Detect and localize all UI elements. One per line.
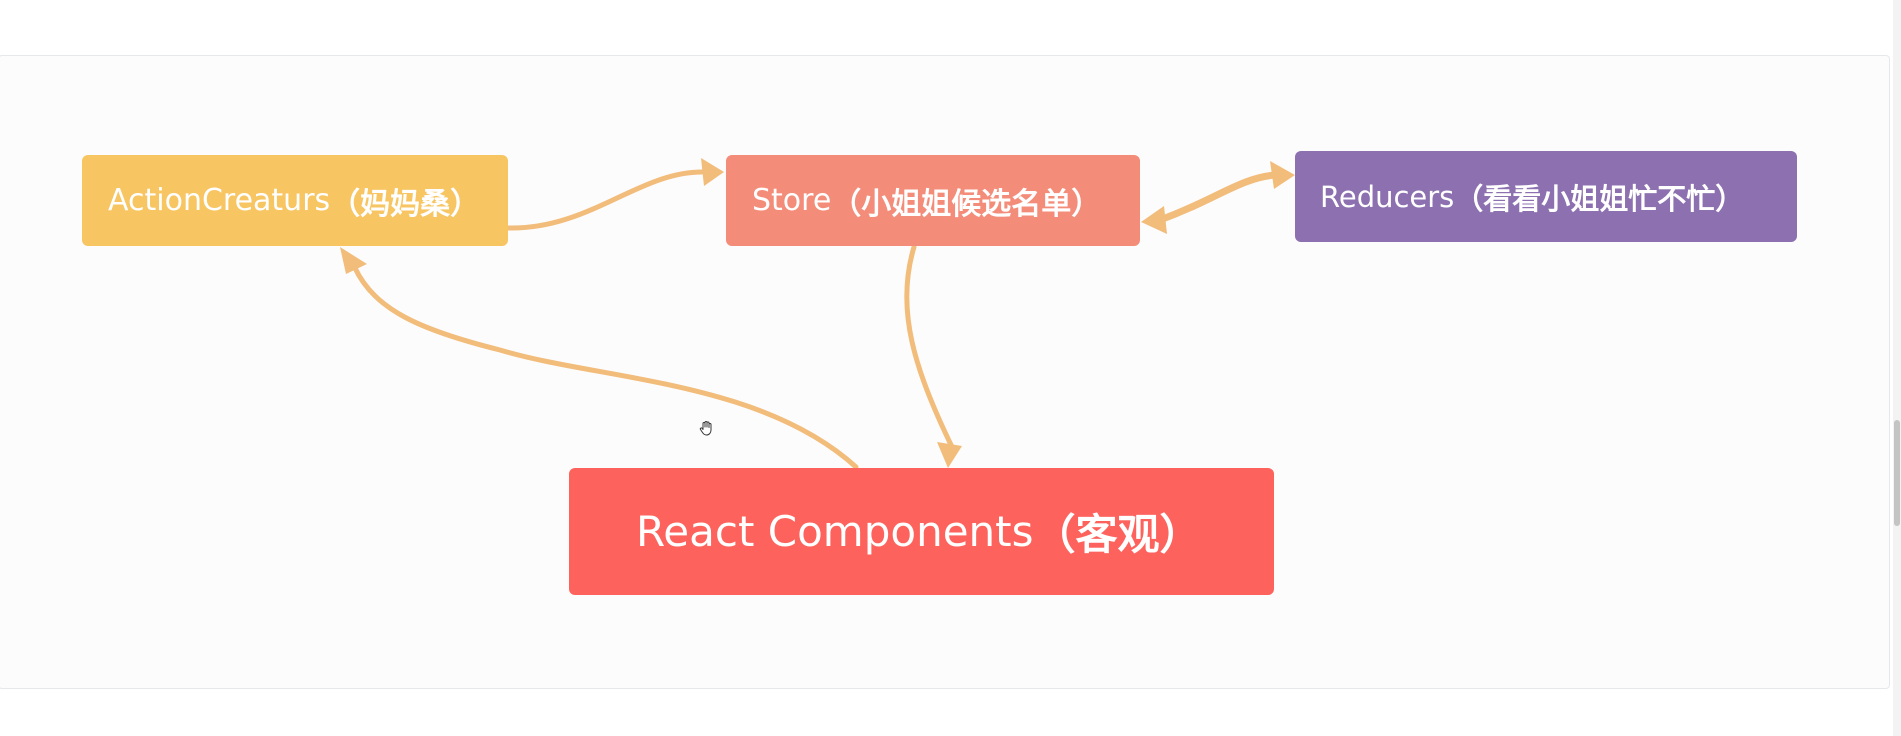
node-reducers-label: Reducers: [1320, 179, 1455, 214]
node-react-components: React Components（客观）: [569, 468, 1274, 595]
node-action-creators: ActionCreaturs（妈妈桑）: [82, 155, 508, 246]
scrollbar-thumb[interactable]: [1894, 420, 1900, 526]
node-store-label: Store: [752, 183, 832, 218]
node-store: Store（小姐姐候选名单）: [726, 155, 1140, 246]
node-react-components-note: （客观）: [1033, 510, 1202, 559]
node-reducers-note: （看看小姐姐忙不忙）: [1454, 181, 1745, 216]
hand-cursor-icon: [699, 421, 712, 436]
node-store-note: （小姐姐候选名单）: [831, 186, 1102, 222]
node-action-creators-note: （妈妈桑）: [330, 186, 481, 222]
node-reducers: Reducers（看看小姐姐忙不忙）: [1295, 151, 1797, 242]
node-action-creators-label: ActionCreaturs: [108, 183, 331, 218]
scrollbar-track[interactable]: [1893, 0, 1901, 736]
node-react-components-label: React Components: [636, 507, 1034, 556]
